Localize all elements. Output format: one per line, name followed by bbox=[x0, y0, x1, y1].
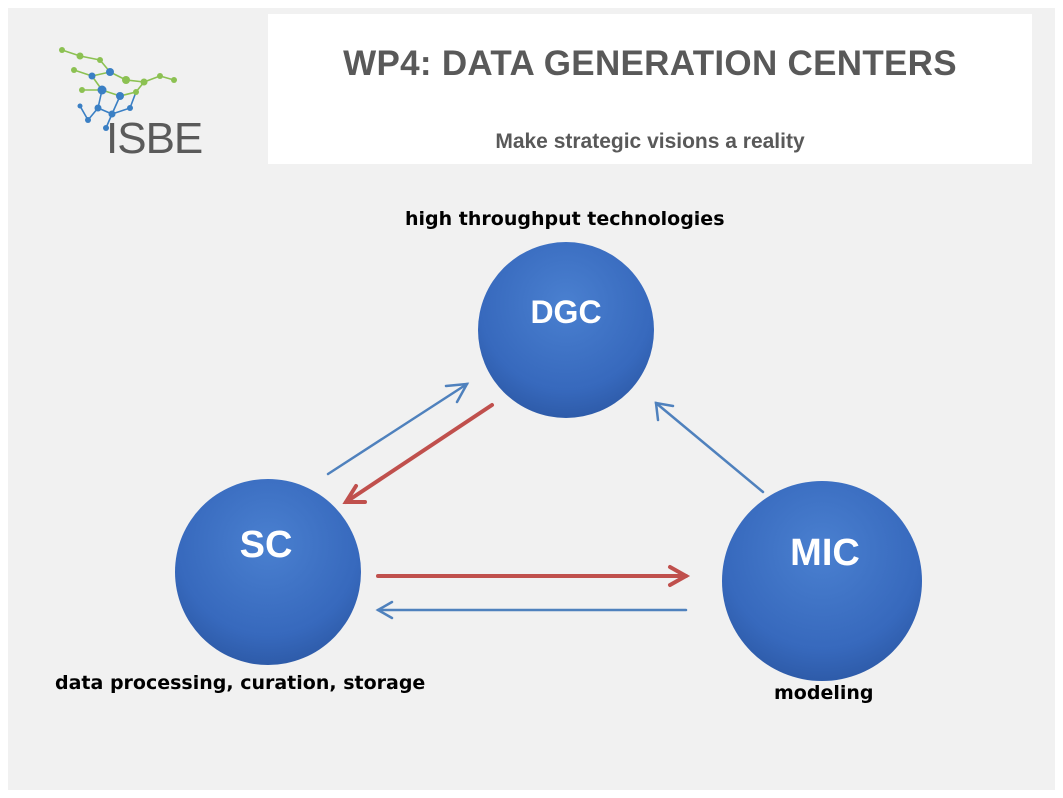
arrow-mic-to-sc bbox=[375, 600, 688, 620]
arrow-sc-to-dgc bbox=[326, 382, 470, 476]
node-mic bbox=[722, 481, 922, 681]
page-title: WP4: DATA GENERATION CENTERS bbox=[343, 44, 957, 83]
node-sc bbox=[175, 479, 361, 665]
bird-network-icon bbox=[59, 47, 177, 131]
node-label-dgc: DGC bbox=[530, 294, 602, 330]
caption-sc: data processing, curation, storage bbox=[55, 672, 426, 694]
node-dgc bbox=[478, 242, 654, 418]
arrow-sc-to-mic bbox=[376, 565, 691, 587]
isbe-logo bbox=[40, 30, 220, 170]
caption-dgc: high throughput technologies bbox=[405, 208, 725, 230]
page-subtitle: Make strategic visions a reality bbox=[495, 130, 805, 153]
arrow-dgc-to-sc bbox=[342, 403, 494, 504]
node-label-mic: MIC bbox=[790, 532, 860, 574]
logo-wordmark: ISBE bbox=[106, 114, 203, 163]
caption-mic: modeling bbox=[774, 682, 874, 704]
header-box: WP4: DATA GENERATION CENTERS Make strate… bbox=[268, 14, 1032, 164]
node-label-sc: SC bbox=[239, 524, 293, 566]
arrow-mic-to-dgc bbox=[654, 401, 765, 494]
